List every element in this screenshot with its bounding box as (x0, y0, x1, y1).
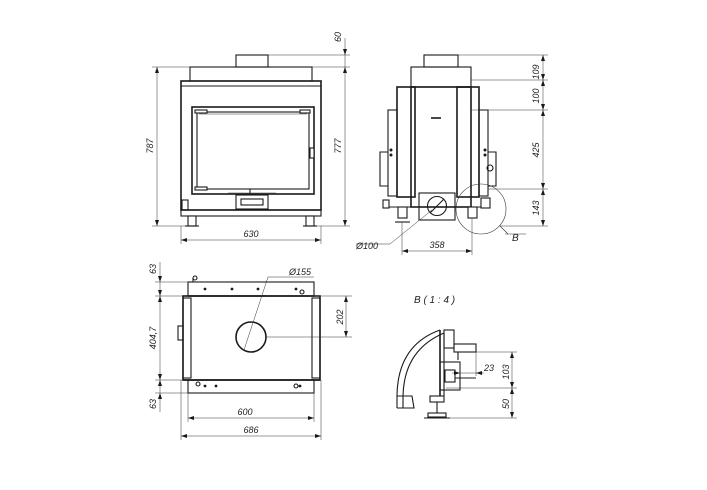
dim-depth: 358 (429, 240, 444, 250)
dim-109: 109 (531, 64, 541, 79)
dim-depth-bottom: 63 (148, 399, 158, 409)
side-flue-collar (423, 54, 459, 68)
dim-inner-width: 600 (237, 407, 252, 417)
dim-overall-width: 686 (243, 425, 258, 435)
side-central-body (410, 86, 472, 208)
detail-b-foot-box (439, 361, 461, 391)
detail-b-housing-arc (396, 329, 441, 408)
front-foot-left (187, 215, 197, 227)
dim-50: 50 (501, 399, 511, 409)
dim-143: 143 (531, 200, 541, 215)
detail-b-view: B ( 1 : 4 ) 23 103 (396, 295, 517, 419)
front-foot-right (305, 215, 315, 227)
side-left-handle (379, 151, 388, 187)
top-view-flue-circle (235, 321, 267, 353)
front-body (180, 80, 322, 211)
dim-23: 23 (483, 363, 494, 373)
top-view-front-strip (187, 379, 315, 394)
side-hood (410, 66, 472, 88)
front-base-plate (180, 209, 322, 217)
front-air-control (235, 194, 269, 210)
front-door-frame (191, 106, 315, 195)
dim-width: 630 (243, 229, 258, 239)
dim-202: 202 (335, 309, 345, 325)
front-flue-collar (235, 54, 269, 68)
dim-height-total: 787 (145, 138, 155, 154)
top-view: Ø155 202 63 404,7 63 600 (148, 262, 352, 440)
dim-height-body: 777 (333, 138, 343, 154)
dim-depth-top: 63 (148, 264, 158, 274)
detail-b-callout-circle (455, 183, 507, 235)
top-view-body (182, 295, 321, 381)
front-door-glass (196, 111, 310, 190)
dim-outlet-diameter: Ø100 (355, 241, 378, 251)
front-door-handle (309, 147, 315, 159)
side-left-column (396, 86, 416, 198)
side-view: B 109 100 425 143 Ø100 358 (355, 54, 548, 255)
dim-100: 100 (531, 88, 541, 103)
dim-103: 103 (501, 364, 511, 379)
front-top-hood (189, 66, 313, 82)
front-view: 787 777 60 630 (145, 32, 350, 244)
dim-depth-mid: 404,7 (148, 326, 158, 350)
dim-425: 425 (531, 142, 541, 158)
side-outlet-pipe (426, 195, 448, 217)
dim-flue-diameter: Ø155 (288, 267, 312, 277)
side-right-handle (488, 151, 497, 187)
dim-flue-height: 60 (333, 32, 343, 42)
detail-b-label: B (512, 233, 519, 244)
side-right-column (456, 86, 480, 198)
detail-b-title: B ( 1 : 4 ) (414, 295, 455, 306)
